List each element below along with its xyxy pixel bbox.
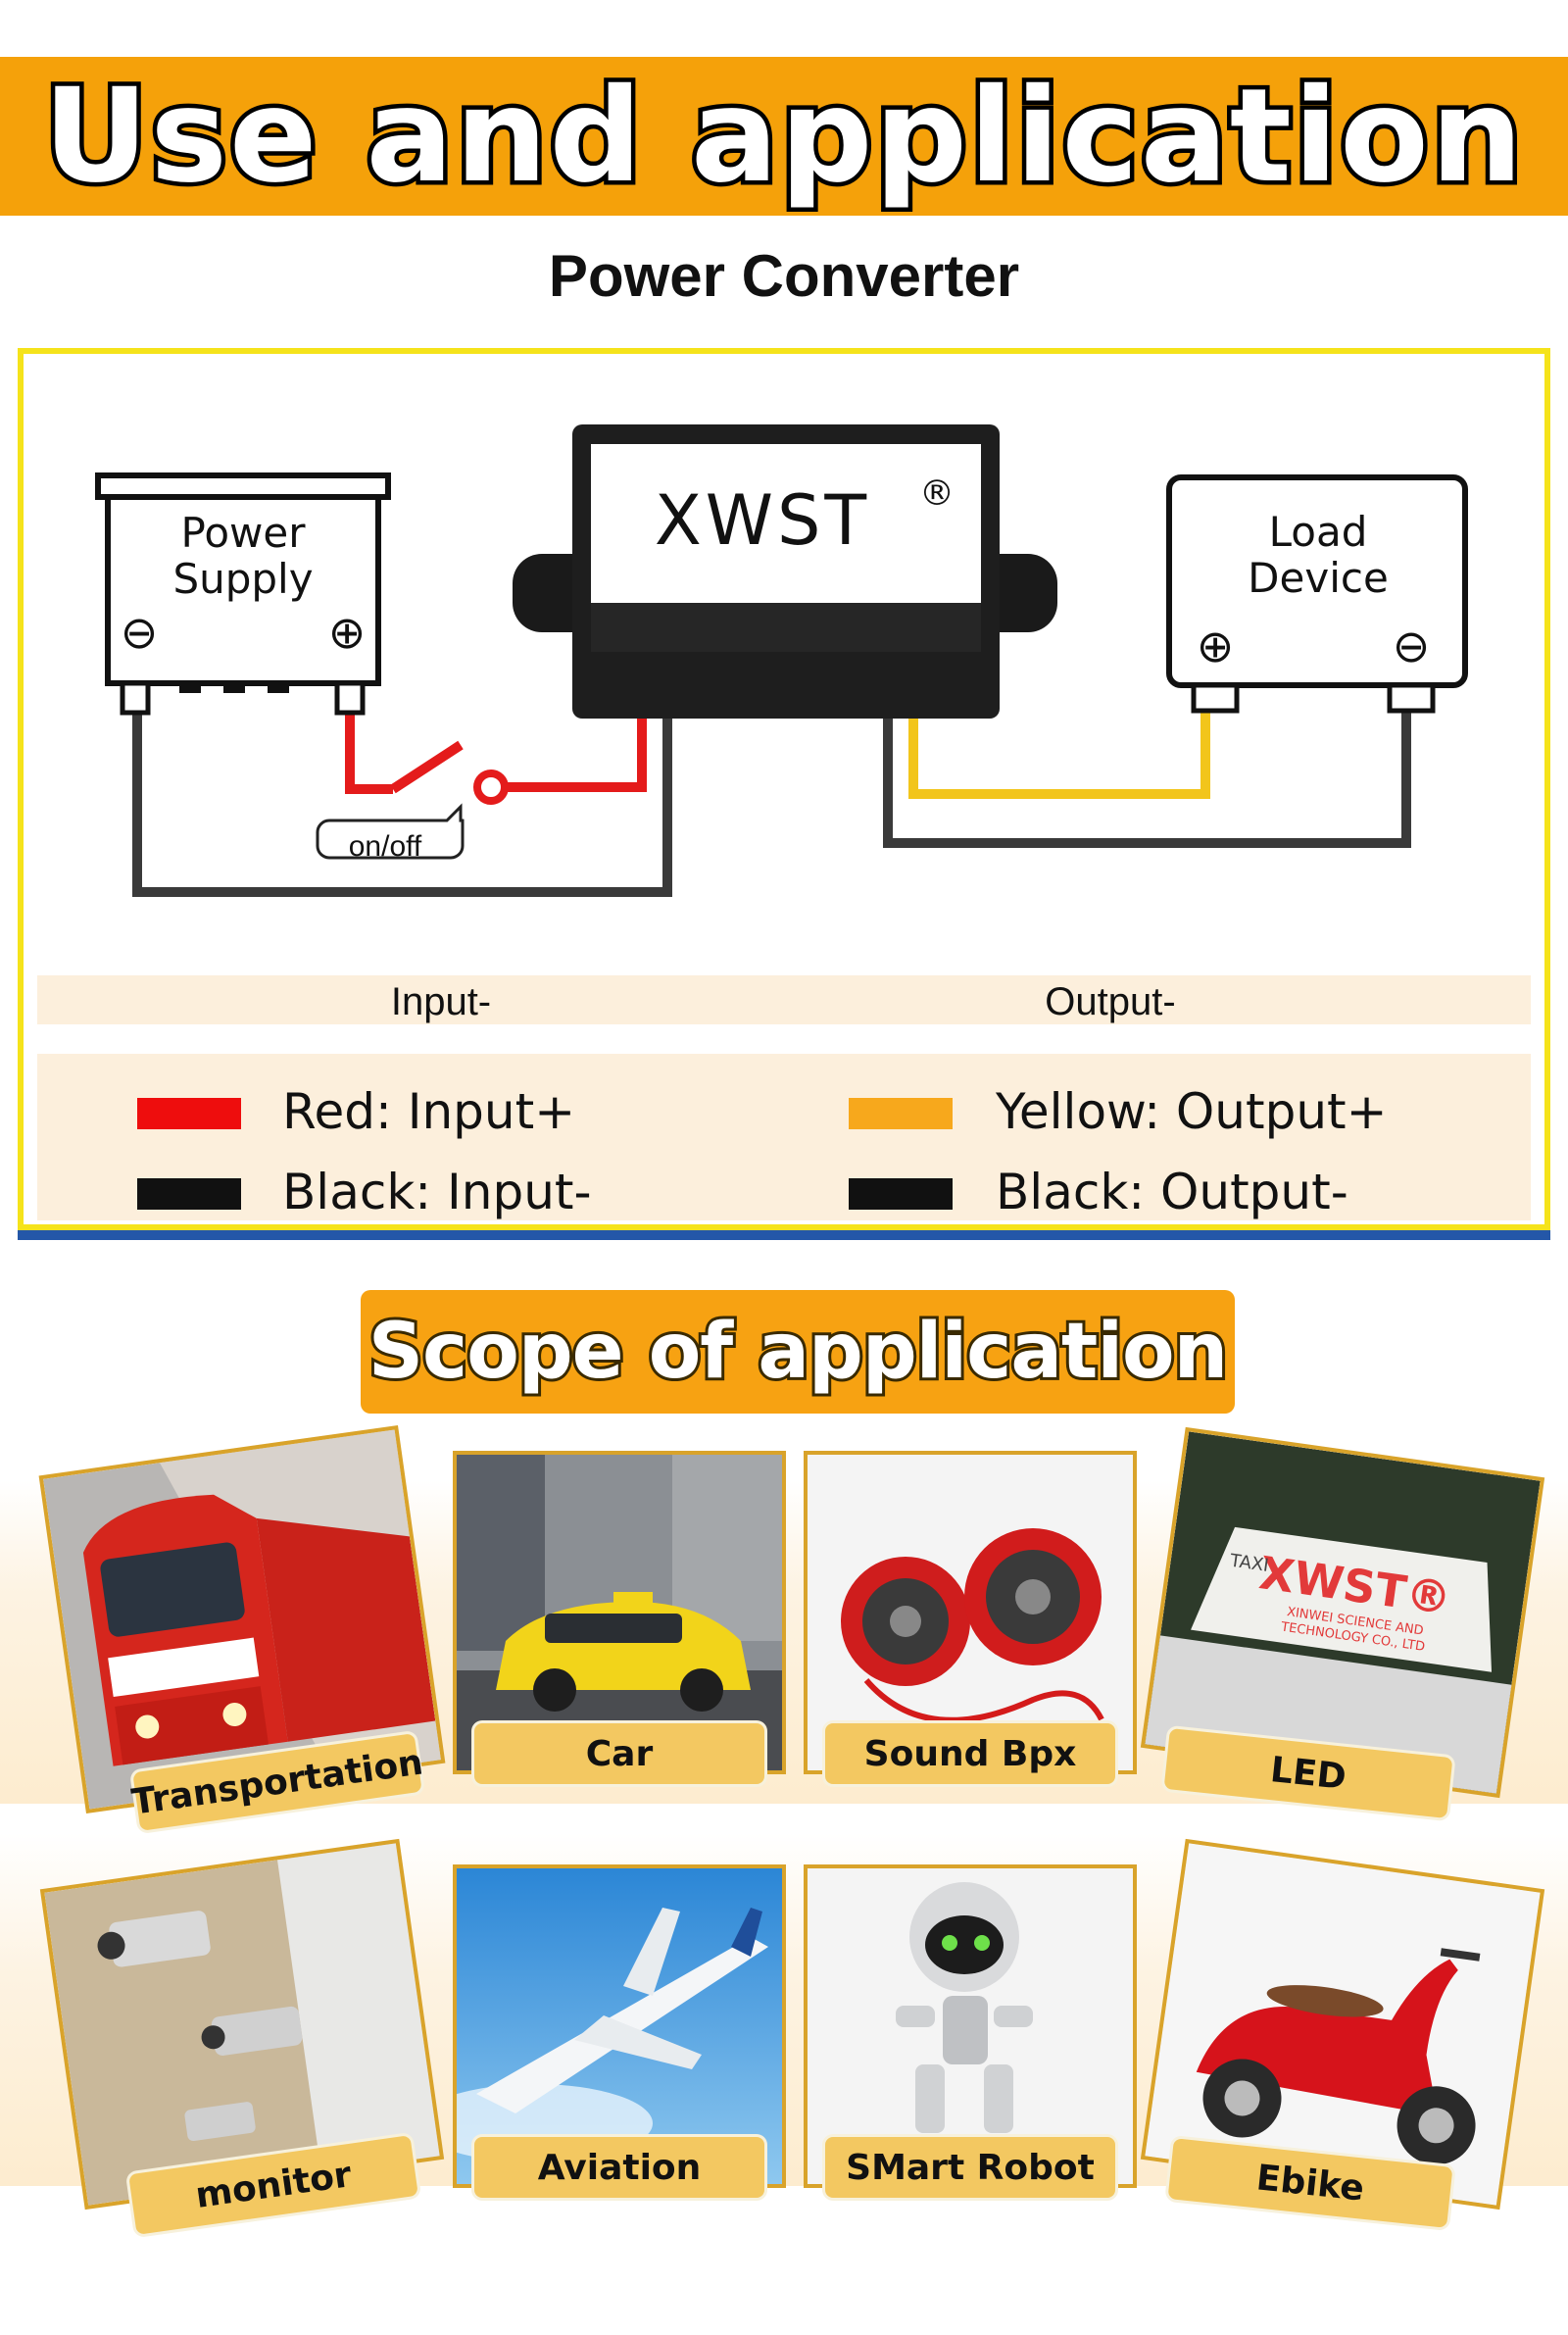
card-transportation[interactable]: [38, 1424, 446, 1814]
power-supply-label-line2: Supply: [172, 555, 313, 603]
switch-label-bubble: [316, 803, 465, 860]
page-title: Use and application: [39, 61, 1528, 212]
label-smart-robot: SMart Robot: [825, 2137, 1115, 2198]
registered-mark: ®: [919, 473, 955, 514]
label-sound-box: Sound Bpx: [825, 1723, 1115, 1784]
wiring-diagram: on/off Power Supply ⊖ ⊕ XWST ® Load Devi…: [37, 424, 1531, 1220]
diagram-subtitle: Power Converter: [548, 243, 1020, 309]
robot-illustration: [808, 1868, 1133, 2184]
switch-label: on/off: [349, 830, 422, 863]
output-negative-wire: [883, 637, 1411, 848]
power-supply-label-line1: Power: [181, 509, 307, 557]
input-positive-wire-a: [345, 711, 393, 794]
io-label-strip: [37, 975, 1531, 1024]
label-car: Car: [474, 1723, 764, 1784]
speaker-illustration: [808, 1455, 1133, 1770]
scope-title: Scope of application: [366, 1308, 1231, 1396]
load-device-label-line2: Device: [1248, 554, 1389, 602]
legend-swatch-black-input: [137, 1178, 241, 1210]
plus-icon: ⊕: [328, 606, 367, 659]
load-device: Load Device ⊕ ⊖: [1166, 474, 1468, 714]
train-illustration: [43, 1429, 441, 1810]
divider-rule: [18, 1230, 1550, 1240]
minus-icon: ⊖: [121, 606, 159, 659]
card-sound-box[interactable]: [804, 1451, 1137, 1774]
legend-label: Yellow: Output+: [995, 1083, 1388, 1140]
converter-brand: XWST: [655, 480, 870, 561]
switch-contact: [473, 770, 509, 805]
legend-label: Black: Input-: [282, 1164, 592, 1220]
minus-icon: ⊖: [1393, 620, 1431, 672]
converter-module: XWST ®: [513, 424, 1057, 719]
card-aviation[interactable]: [453, 1864, 786, 2188]
power-supply: Power Supply ⊖ ⊕: [95, 472, 391, 716]
card-car[interactable]: [453, 1451, 786, 1774]
load-device-label-line1: Load: [1269, 508, 1368, 556]
legend-swatch-yellow: [849, 1098, 953, 1129]
label-aviation: Aviation: [474, 2137, 764, 2198]
card-smart-robot[interactable]: [804, 1864, 1137, 2188]
legend-box: [37, 1054, 1531, 1220]
airplane-illustration: [457, 1868, 782, 2184]
switch-lever: [390, 740, 464, 794]
legend-swatch-black-output: [849, 1178, 953, 1210]
legend-swatch-red: [137, 1098, 241, 1129]
plus-icon: ⊕: [1197, 620, 1235, 672]
scooter-illustration: [1145, 1843, 1541, 2206]
card-monitor[interactable]: [39, 1838, 445, 2211]
security-camera-illustration: [44, 1843, 440, 2206]
legend-label: Red: Input+: [282, 1083, 575, 1140]
input-negative-wire: [132, 637, 672, 897]
card-ebike[interactable]: [1140, 1838, 1545, 2211]
header-banner: Use and application: [0, 57, 1568, 216]
scope-title-pill: Scope of application: [361, 1290, 1235, 1414]
output-label: Output-: [1045, 980, 1175, 1023]
input-label: Input-: [391, 980, 491, 1023]
legend-label: Black: Output-: [996, 1164, 1348, 1220]
